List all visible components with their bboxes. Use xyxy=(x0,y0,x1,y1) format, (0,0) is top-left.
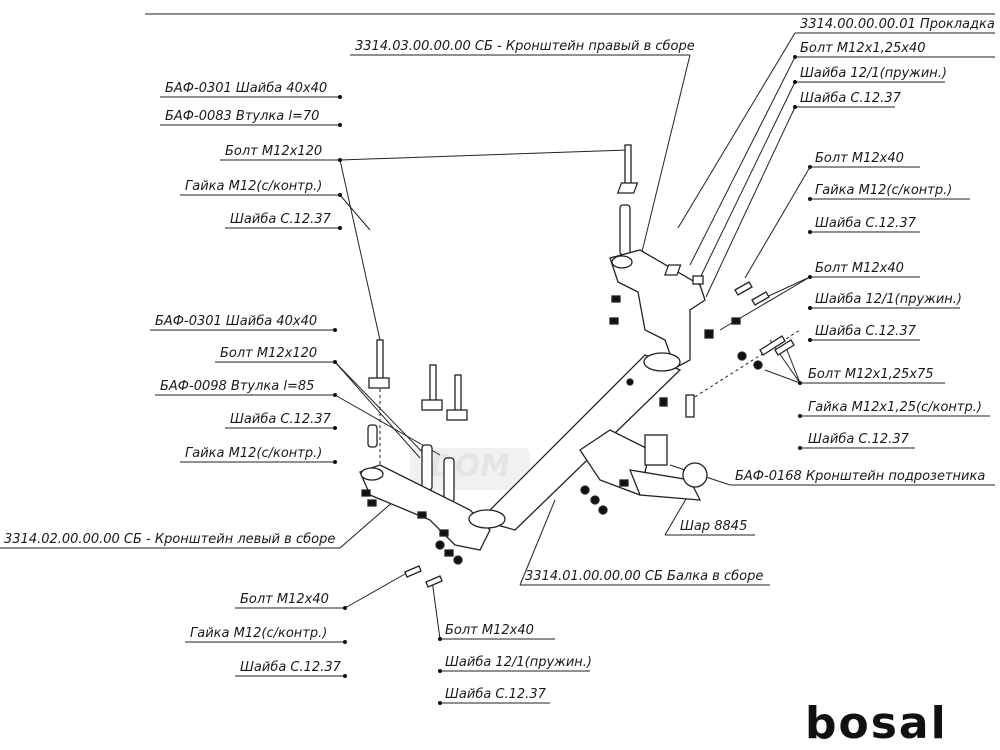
label-ml-washer: Шайба С.12.37 xyxy=(230,412,332,427)
label-underlines xyxy=(0,13,995,704)
label-r3-bolt: Болт М12х1,25х75 xyxy=(808,367,934,382)
label-bl-bolt: Болт М12х40 xyxy=(240,592,329,607)
label-r3-washer: Шайба С.12.37 xyxy=(808,432,910,447)
label-tl-sleeve: БАФ-0083 Втулка l=70 xyxy=(165,109,319,124)
label-beam: 3314.01.00.00.00 СБ Балка в сборе xyxy=(525,569,763,584)
label-rt-washer: Шайба С.12.37 xyxy=(800,91,902,106)
label-bc-washer-spring: Шайба 12/1(пружин.) xyxy=(445,655,592,670)
label-r2-washer-spring: Шайба 12/1(пружин.) xyxy=(815,292,962,307)
label-r1-nut: Гайка М12(с/контр.) xyxy=(815,183,952,198)
label-rt-bolt: Болт М12х1,25х40 xyxy=(800,41,926,56)
label-bc-bolt: Болт М12х40 xyxy=(445,623,534,638)
label-ml-nut: Гайка М12(с/контр.) xyxy=(185,446,322,461)
leader-lines xyxy=(334,32,811,640)
label-ml-sleeve: БАФ-0098 Втулка l=85 xyxy=(160,379,314,394)
label-tl-bolt: Болт М12х120 xyxy=(225,144,322,159)
watermark: DOM xyxy=(410,448,530,490)
label-bracket-left: 3314.02.00.00.00 СБ - Кронштейн левый в … xyxy=(4,532,335,547)
label-ml-washer-sq: БАФ-0301 Шайба 40х40 xyxy=(155,314,317,329)
label-r1-bolt: Болт М12х40 xyxy=(815,151,904,166)
svg-text:DOM: DOM xyxy=(430,449,510,484)
right-bracket-assembly xyxy=(609,144,795,418)
label-r1-washer: Шайба С.12.37 xyxy=(815,216,917,231)
bosal-logo: bosal xyxy=(805,698,948,749)
label-gasket: 3314.00.00.00.01 Прокладка xyxy=(800,17,995,32)
label-bl-washer: Шайба С.12.37 xyxy=(240,660,342,675)
label-rt-washer-spring: Шайба 12/1(пружин.) xyxy=(800,66,947,81)
label-r2-bolt: Болт М12х40 xyxy=(815,261,904,276)
label-tl-washer: Шайба С.12.37 xyxy=(230,212,332,227)
label-tl-nut: Гайка М12(с/контр.) xyxy=(185,179,322,194)
label-ball: Шар 8845 xyxy=(680,519,747,534)
label-bl-nut: Гайка М12(с/контр.) xyxy=(190,626,327,641)
cross-beam xyxy=(478,352,708,531)
label-socket-bracket: БАФ-0168 Кронштейн подрозетника xyxy=(735,469,985,484)
leader-dots xyxy=(333,55,812,705)
left-bracket-assembly xyxy=(359,339,506,588)
labels: 3314.00.00.00.01 Прокладка 3314.03.00.00… xyxy=(4,17,995,702)
label-bc-washer: Шайба С.12.37 xyxy=(445,687,547,702)
label-ml-bolt: Болт М12х120 xyxy=(220,346,317,361)
label-bracket-right: 3314.03.00.00.00 СБ - Кронштейн правый в… xyxy=(355,39,695,54)
label-r2-washer: Шайба С.12.37 xyxy=(815,324,917,339)
label-r3-nut: Гайка М12х1,25(с/контр.) xyxy=(808,400,982,415)
label-tl-washer-sq: БАФ-0301 Шайба 40х40 xyxy=(165,81,327,96)
